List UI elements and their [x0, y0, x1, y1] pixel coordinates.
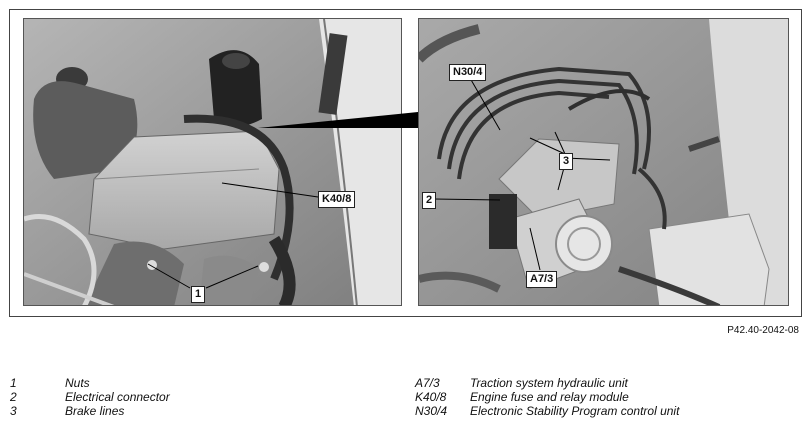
legend-desc: Nuts: [65, 376, 90, 390]
legend-desc: Engine fuse and relay module: [470, 390, 629, 404]
legend-code: 3: [10, 404, 17, 418]
legend-desc: Electronic Stability Program control uni…: [470, 404, 680, 418]
legend-desc: Electrical connector: [65, 390, 170, 404]
legend-left: 1 Nuts 2 Electrical connector 3 Brake li…: [10, 376, 170, 418]
legend-item: N30/4 Electronic Stability Program contr…: [415, 404, 679, 418]
figure-id: P42.40-2042-08: [727, 325, 799, 336]
legend-item: 2 Electrical connector: [10, 390, 170, 404]
legend-item: A7/3 Traction system hydraulic unit: [415, 376, 679, 390]
hydraulic-unit-detail-photo: [418, 18, 789, 306]
legend-code: A7/3: [415, 376, 440, 390]
legend-code: 2: [10, 390, 17, 404]
callout-n30-4: N30/4: [449, 64, 487, 81]
callout-2: 2: [422, 192, 437, 209]
legend-desc: Traction system hydraulic unit: [470, 376, 628, 390]
engine-compartment-photo: [23, 18, 402, 306]
legend-desc: Brake lines: [65, 404, 125, 418]
callout-3: 3: [559, 153, 574, 170]
legend-code: N30/4: [415, 404, 448, 418]
callout-1: 1: [191, 286, 206, 303]
legend-item: 3 Brake lines: [10, 404, 170, 418]
legend-item: K40/8 Engine fuse and relay module: [415, 390, 679, 404]
legend-code: K40/8: [415, 390, 447, 404]
legend-right: A7/3 Traction system hydraulic unit K40/…: [415, 376, 679, 418]
callout-k40-8: K40/8: [318, 191, 356, 208]
legend-code: 1: [10, 376, 17, 390]
legend-item: 1 Nuts: [10, 376, 170, 390]
callout-a7-3: A7/3: [526, 271, 558, 288]
